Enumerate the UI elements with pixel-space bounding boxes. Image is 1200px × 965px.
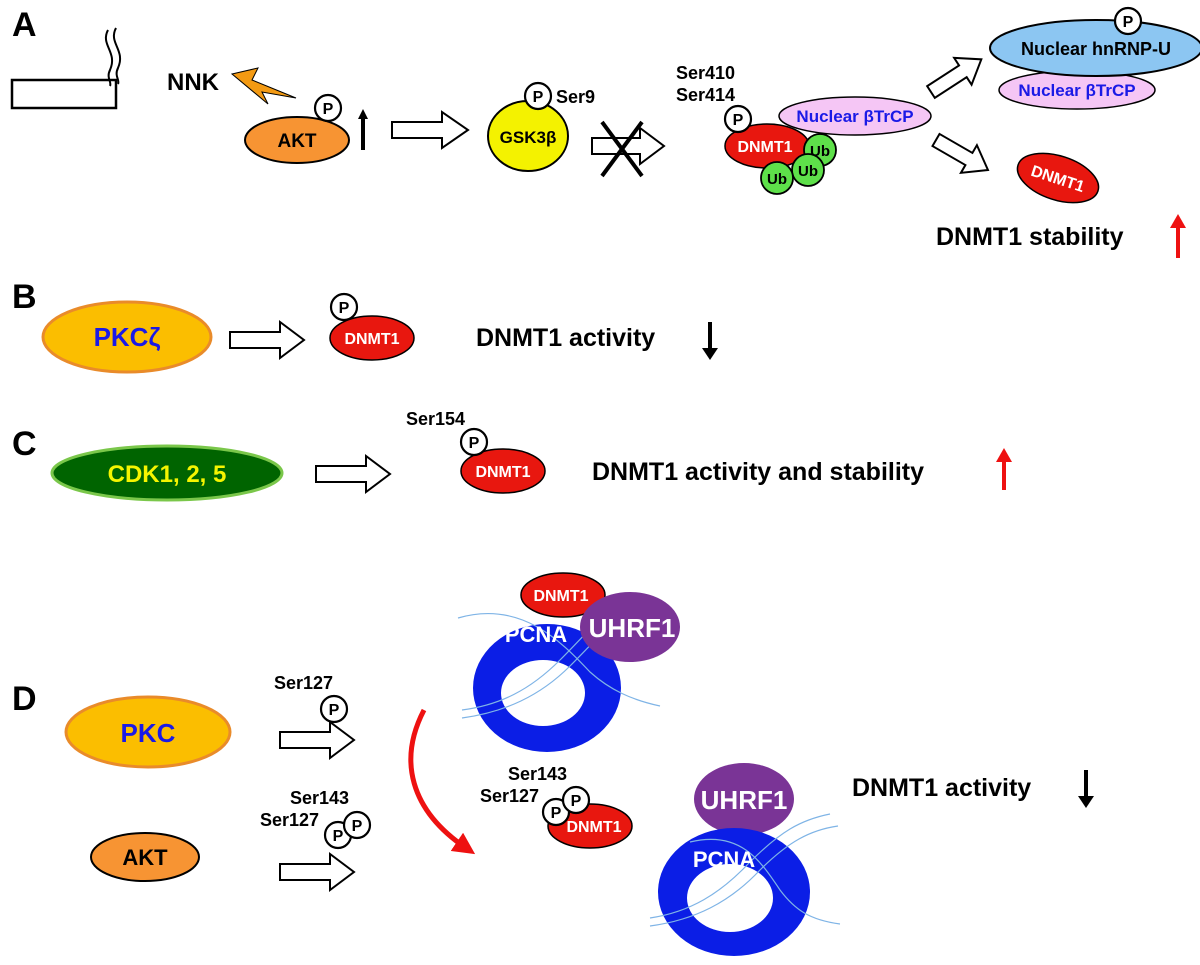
phospho-badge: P bbox=[561, 785, 591, 815]
ser127-mid-label: Ser127 bbox=[480, 786, 539, 806]
stability-up-arrowhead bbox=[1170, 214, 1186, 228]
phospho-badge: P bbox=[1113, 6, 1143, 36]
panel-d-letter: D bbox=[12, 680, 37, 718]
uhrf1-bottom: UHRF1 bbox=[694, 763, 794, 835]
gsk3b-node: GSK3β P Ser9 bbox=[487, 81, 595, 172]
svg-text:Ub: Ub bbox=[767, 171, 787, 188]
svg-text:P: P bbox=[551, 805, 562, 822]
hnrnp-u-complex: Nuclear βTrCP Nuclear hnRNP-U P bbox=[989, 6, 1200, 110]
pkc-node: PKC bbox=[64, 695, 232, 769]
dnmt1-b: DNMT1 P bbox=[329, 292, 415, 361]
akt-node: AKT P bbox=[244, 93, 350, 164]
pcna-bottom-label: PCNA bbox=[693, 847, 755, 872]
arrow-akt-d bbox=[279, 852, 356, 892]
activity-down-arrowhead-d bbox=[1078, 796, 1094, 808]
pcna-bottom: PCNA bbox=[649, 813, 841, 956]
dnmt1-phospho-mid: DNMT1 P P bbox=[541, 785, 633, 849]
phospho-badge: P bbox=[329, 292, 359, 322]
dnmt1-c: DNMT1 P bbox=[459, 427, 546, 494]
svg-text:DNMT1: DNMT1 bbox=[566, 819, 621, 836]
svg-text:P: P bbox=[571, 793, 582, 810]
svg-text:PKC: PKC bbox=[121, 718, 176, 748]
dnmt1-ub-complex: Nuclear βTrCP DNMT1 P Ub Ub Ub bbox=[723, 96, 932, 195]
nuclear-btrcp-label: Nuclear βTrCP bbox=[796, 107, 913, 126]
nuclear-btrcp-label-2: Nuclear βTrCP bbox=[1018, 81, 1135, 100]
pkc-zeta-node: PKCζ bbox=[41, 300, 213, 374]
phospho-badge: P bbox=[541, 797, 571, 827]
arrow-cdk-to-dnmt1 bbox=[315, 454, 392, 494]
svg-text:Ub: Ub bbox=[798, 163, 818, 180]
svg-text:P: P bbox=[533, 89, 544, 106]
ser410-label: Ser410 bbox=[676, 63, 735, 83]
arrow-to-hnrnp bbox=[925, 56, 983, 100]
phospho-badge: P bbox=[723, 104, 753, 134]
panel-c-letter: C bbox=[12, 425, 37, 463]
dnmt1-activity-label-b: DNMT1 activity bbox=[476, 324, 655, 352]
svg-text:P: P bbox=[323, 101, 334, 118]
panel-a-letter: A bbox=[12, 6, 37, 44]
svg-text:P: P bbox=[352, 818, 363, 835]
dnmt1-free: DNMT1 bbox=[1016, 152, 1100, 204]
svg-text:P: P bbox=[733, 112, 744, 129]
red-curved-arrow bbox=[408, 708, 476, 855]
ser9-label: Ser9 bbox=[556, 87, 595, 107]
svg-text:DNMT1: DNMT1 bbox=[344, 331, 399, 348]
svg-text:AKT: AKT bbox=[122, 845, 168, 870]
ubiquitin-cluster: Ub Ub Ub bbox=[760, 133, 837, 195]
arrow-akt-to-gsk3b bbox=[391, 110, 470, 150]
cigarette-icon bbox=[10, 27, 121, 110]
svg-text:PKCζ: PKCζ bbox=[94, 322, 161, 352]
lightning-bolt-icon bbox=[230, 67, 297, 105]
phospho-badge: P bbox=[319, 694, 349, 724]
cdk-node: CDK1, 2, 5 bbox=[50, 444, 284, 502]
svg-text:P: P bbox=[339, 300, 350, 317]
nnk-label: NNK bbox=[167, 69, 220, 96]
activity-down-arrowhead-b bbox=[702, 348, 718, 360]
svg-text:P: P bbox=[333, 828, 344, 845]
uhrf1-top-label: UHRF1 bbox=[589, 613, 676, 643]
dnmt1-top-label: DNMT1 bbox=[533, 588, 588, 605]
akt-label: AKT bbox=[277, 131, 316, 152]
blocked-arrow bbox=[591, 120, 666, 178]
svg-text:UHRF1: UHRF1 bbox=[701, 785, 788, 815]
phospho-badge: P bbox=[313, 93, 343, 123]
phospho-badge: P bbox=[523, 81, 553, 111]
phospho-badge: P bbox=[342, 810, 372, 840]
akt-node-d: AKT bbox=[90, 832, 200, 882]
arrow-pkcz-to-dnmt1 bbox=[229, 320, 306, 360]
ser414-label: Ser414 bbox=[676, 85, 735, 105]
dnmt1-label: DNMT1 bbox=[737, 139, 792, 156]
ser143-akt-label: Ser143 bbox=[290, 788, 349, 808]
arrow-to-free-dnmt1 bbox=[931, 132, 990, 175]
hnrnp-u-label: Nuclear hnRNP-U bbox=[1021, 39, 1171, 59]
phospho-badge: P bbox=[459, 427, 489, 457]
svg-text:P: P bbox=[469, 435, 480, 452]
dnmt1-stability-label: DNMT1 stability bbox=[936, 223, 1124, 251]
phospho-badge: P bbox=[323, 820, 353, 850]
ser127-akt-label: Ser127 bbox=[260, 810, 319, 830]
gsk3b-label: GSK3β bbox=[500, 128, 557, 147]
svg-text:CDK1, 2, 5: CDK1, 2, 5 bbox=[108, 461, 227, 488]
dnmt1-activity-label-d: DNMT1 activity bbox=[852, 774, 1031, 802]
activity-up-arrowhead-c bbox=[996, 448, 1012, 462]
svg-text:P: P bbox=[329, 702, 340, 719]
ser154-label: Ser154 bbox=[406, 409, 465, 429]
arrow-pkc bbox=[279, 720, 356, 760]
svg-text:DNMT1: DNMT1 bbox=[475, 464, 530, 481]
dnmt1-activity-stability-label: DNMT1 activity and stability bbox=[592, 458, 924, 486]
pcna-dnmt1-uhrf1-complex: DNMT1 UHRF1 PCNA bbox=[457, 572, 680, 752]
panel-b-letter: B bbox=[12, 278, 37, 316]
ser143-mid-label: Ser143 bbox=[508, 764, 567, 784]
svg-text:P: P bbox=[1123, 14, 1134, 31]
ser127-pkc-label: Ser127 bbox=[274, 673, 333, 693]
pcna-top-label: PCNA bbox=[505, 622, 567, 647]
